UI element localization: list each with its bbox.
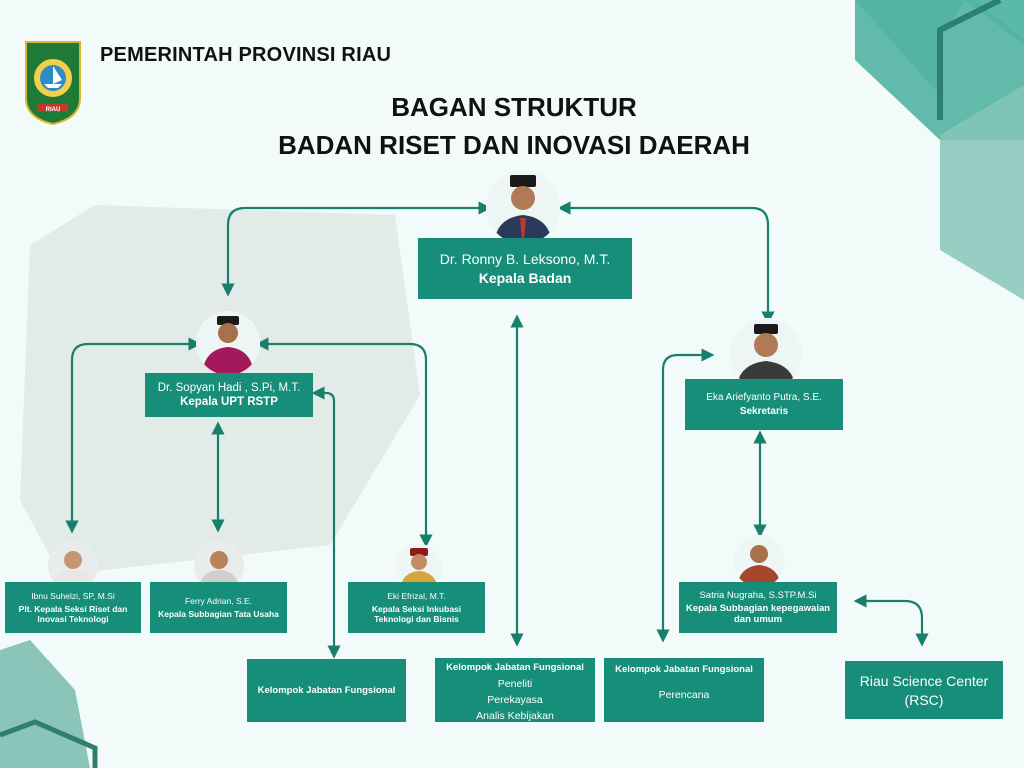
jf-badan-item: Analis Kebijakan [476, 710, 554, 722]
sekretaris-name: Eka Ariefyanto Putra, S.E. [706, 392, 822, 403]
logo-banner-text: RIAU [46, 107, 61, 113]
sekretaris-box: Eka Ariefyanto Putra, S.E. Sekretaris [685, 379, 843, 430]
bg-outline-bottom-left [0, 719, 98, 768]
jf-sekretariat-box: Kelompok Jabatan Fungsional Perencana [604, 658, 764, 722]
kepegawaian-role: Kepala Subbagian kepegawaian dan umum [685, 603, 831, 625]
jf-sekretariat-item: Perencana [658, 689, 710, 701]
jf-badan-item: Peneliti [497, 678, 533, 690]
tata-usaha-name: Ferry Adrian, S.E. [184, 595, 253, 606]
seksi-riset-role: Plt. Kepala Seksi Riset dan Inovasi Tekn… [18, 604, 128, 624]
connector-upt-to-inkubasi [255, 337, 433, 548]
connector-head-to-sekretaris [557, 201, 775, 325]
portrait-icon [196, 311, 260, 375]
jf-badan-title: Kelompok Jabatan Fungsional [446, 662, 584, 673]
inkubasi-box: Eki Efrizal, M.T. Kepala Seksi Inkubasi … [348, 582, 485, 633]
kepegawaian-name: Satria Nugraha, S.STP.M.Si [699, 590, 817, 602]
sekretaris-role: Sekretaris [739, 406, 789, 417]
rsc-box: Riau Science Center (RSC) [845, 661, 1003, 719]
portrait-icon [486, 170, 560, 244]
connector-head-to-upt [221, 201, 492, 297]
connector-upt-to-jf-upt [311, 386, 341, 659]
kepegawaian-photo [733, 535, 785, 587]
province-name: PEMERINTAH PROVINSI RIAU [100, 44, 392, 66]
kepala-badan-name: Dr. Ronny B. Leksono, M.T. [439, 251, 611, 267]
tata-usaha-role: Kepala Subbagian Tata Usaha [158, 608, 279, 619]
head-photo [486, 170, 560, 244]
jf-sekretariat-title: Kelompok Jabatan Fungsional [615, 664, 753, 675]
rsc-line1: Riau Science Center [859, 672, 989, 689]
inkubasi-role: Kepala Seksi Inkubasi Teknologi dan Bisn… [371, 604, 462, 624]
upt-head-photo [196, 311, 260, 375]
kepegawaian-box: Satria Nugraha, S.STP.M.Si Kepala Subbag… [679, 582, 837, 633]
seksi-riset-name: Ibnu Suhelzi, SP, M.Si [31, 591, 115, 602]
jf-upt-box: Kelompok Jabatan Fungsional [247, 659, 406, 722]
jf-badan-box: Kelompok Jabatan Fungsional Peneliti Per… [435, 658, 595, 722]
bg-hexagon-right [940, 85, 1024, 300]
connector-upt-to-seksi-riset [65, 337, 202, 534]
jf-badan-item: Perekayasa [487, 694, 543, 706]
rsc-line2: (RSC) [904, 691, 944, 708]
kepala-badan-role: Kepala Badan [478, 270, 572, 286]
kepala-upt-box: Dr. Sopyan Hadi , S.Pi, M.T. Kepala UPT … [145, 373, 313, 417]
bg-outline-top-right [937, 0, 1002, 120]
portrait-icon [733, 535, 785, 587]
connector-kepegawaian-to-rsc [853, 594, 929, 647]
jf-upt-title: Kelompok Jabatan Fungsional [257, 685, 396, 696]
riau-emblem-logo: RIAU [25, 41, 81, 126]
kepala-upt-name: Dr. Sopyan Hadi , S.Pi, M.T. [157, 382, 301, 394]
chart-title-line2: BADAN RISET DAN INOVASI DAERAH [278, 130, 750, 160]
inkubasi-name: Eki Efrizal, M.T. [387, 591, 446, 602]
connector-sekretaris-to-jf-sekretariat [656, 348, 715, 643]
kepala-upt-role: Kepala UPT RSTP [180, 396, 278, 408]
kepala-badan-box: Dr. Ronny B. Leksono, M.T. Kepala Badan [418, 238, 632, 299]
seksi-riset-box: Ibnu Suhelzi, SP, M.Si Plt. Kepala Seksi… [5, 582, 141, 633]
chart-title-line1: BAGAN STRUKTUR [391, 92, 637, 122]
sekretaris-photo [730, 318, 802, 390]
tata-usaha-box: Ferry Adrian, S.E. Kepala Subbagian Tata… [150, 582, 287, 633]
